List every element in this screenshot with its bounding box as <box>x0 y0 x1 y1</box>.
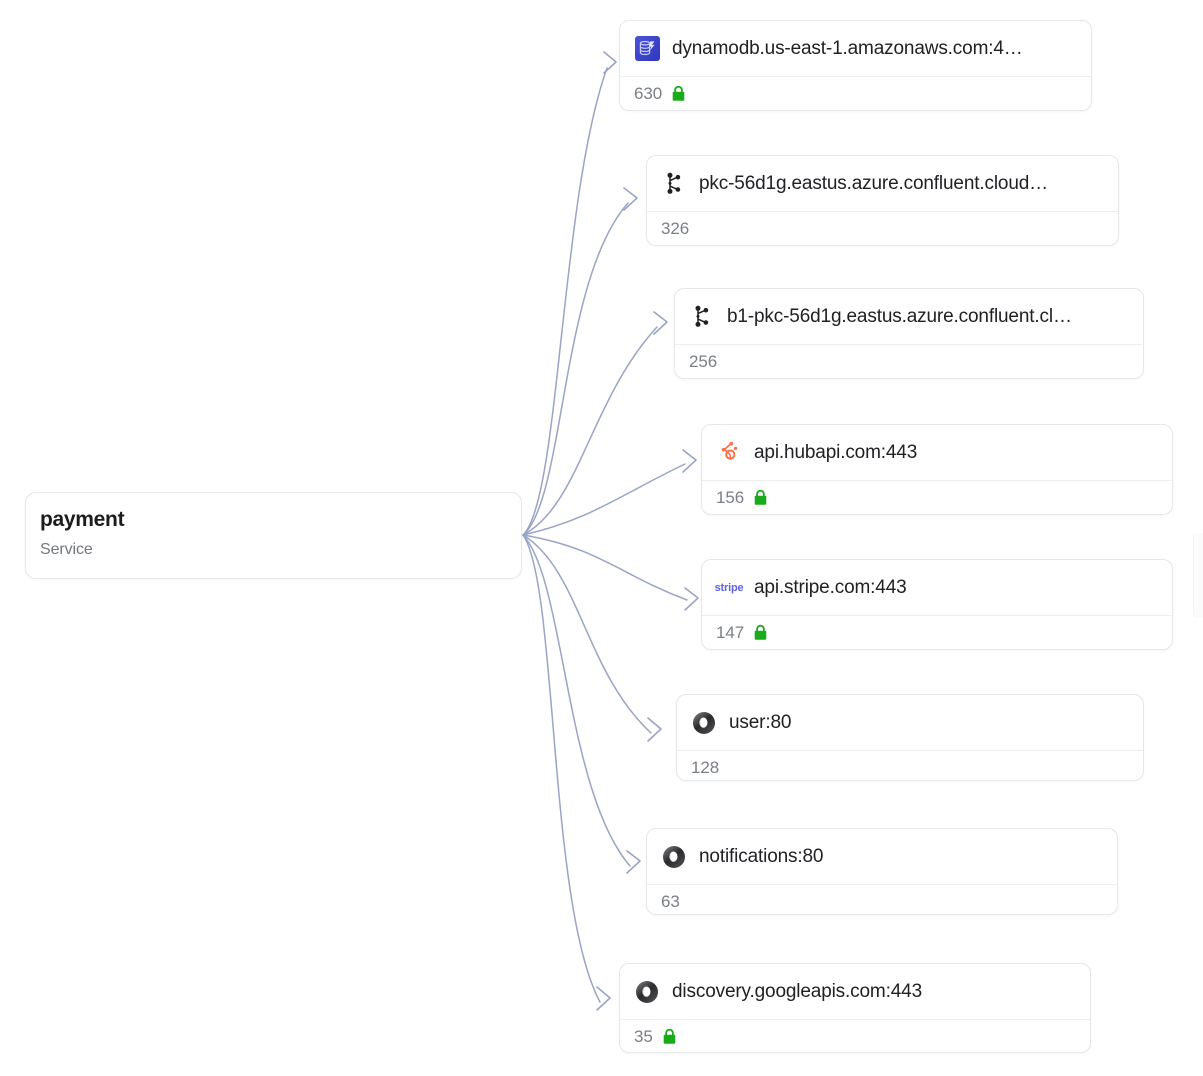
node-title: b1-pkc-56d1g.eastus.azure.confluent.cl… <box>727 305 1072 327</box>
kafka-icon <box>689 304 715 330</box>
request-count: 630 <box>634 83 663 103</box>
dependency-node-pkc-confluent[interactable]: pkc-56d1g.eastus.azure.confluent.cloud… … <box>646 155 1119 246</box>
node-header: user:80 <box>677 695 1143 750</box>
request-count: 256 <box>689 351 718 371</box>
edge-to-notifications <box>522 534 631 867</box>
arrowhead-stripe <box>684 587 699 611</box>
arrowhead-notifications <box>626 850 641 874</box>
dependency-node-b1-pkc-confluent[interactable]: b1-pkc-56d1g.eastus.azure.confluent.cl… … <box>674 288 1144 379</box>
arrowhead-dynamodb <box>603 51 617 74</box>
edge-to-hubapi <box>522 463 686 536</box>
hubspot-icon <box>716 440 742 466</box>
node-header: stripe api.stripe.com:443 <box>702 560 1172 615</box>
secure-lock-icon <box>662 1028 677 1045</box>
edge-to-user <box>522 534 652 734</box>
request-count: 35 <box>634 1026 653 1046</box>
secure-lock-icon <box>671 85 686 102</box>
dependency-node-hubapi[interactable]: api.hubapi.com:443 156 <box>701 424 1173 515</box>
node-footer: 35 <box>620 1019 1090 1052</box>
stripe-wordmark: stripe <box>714 581 744 594</box>
kafka-icon <box>661 171 687 197</box>
node-footer: 147 <box>702 615 1172 649</box>
node-title: discovery.googleapis.com:443 <box>672 980 922 1002</box>
request-count: 63 <box>661 891 680 911</box>
node-title: dynamodb.us-east-1.amazonaws.com:4… <box>672 37 1023 59</box>
service-ring-icon <box>634 979 660 1005</box>
arrowhead-user <box>647 717 662 742</box>
arrowhead-discovery <box>596 986 611 1011</box>
node-header: notifications:80 <box>647 829 1117 884</box>
node-title: user:80 <box>729 711 792 733</box>
arrowhead-b1-pkc-confluent <box>653 311 668 335</box>
edge-to-discovery <box>522 534 601 1003</box>
source-node-type: Service <box>40 541 93 559</box>
request-count: 156 <box>716 487 745 507</box>
node-title: pkc-56d1g.eastus.azure.confluent.cloud… <box>699 172 1049 194</box>
node-header: api.hubapi.com:443 <box>702 425 1172 480</box>
dependency-node-discovery[interactable]: discovery.googleapis.com:443 35 <box>619 963 1091 1053</box>
dependency-node-stripe[interactable]: stripe api.stripe.com:443 147 <box>701 559 1173 650</box>
node-header: discovery.googleapis.com:443 <box>620 964 1090 1019</box>
node-header: pkc-56d1g.eastus.azure.confluent.cloud… <box>647 156 1118 211</box>
node-title: notifications:80 <box>699 845 824 867</box>
source-node-payment[interactable]: payment Service <box>25 492 522 579</box>
node-title: api.hubapi.com:443 <box>754 441 918 463</box>
node-title: api.stripe.com:443 <box>754 576 907 598</box>
node-header: dynamodb.us-east-1.amazonaws.com:4… <box>620 21 1091 76</box>
source-node-title: payment <box>40 508 125 531</box>
arrowhead-hubapi <box>682 449 697 473</box>
node-footer: 63 <box>647 884 1117 914</box>
node-header: b1-pkc-56d1g.eastus.azure.confluent.cl… <box>675 289 1143 344</box>
node-footer: 156 <box>702 480 1172 514</box>
request-count: 147 <box>716 622 745 642</box>
node-footer: 326 <box>647 211 1118 245</box>
service-ring-icon <box>691 710 717 736</box>
node-footer: 256 <box>675 344 1143 378</box>
node-footer: 630 <box>620 76 1091 110</box>
edge-to-stripe <box>522 534 688 601</box>
secure-lock-icon <box>753 489 768 506</box>
edge-to-b1-pkc-confluent <box>522 326 658 536</box>
stripe-icon: stripe <box>714 575 744 601</box>
dynamodb-icon <box>634 36 660 62</box>
request-count: 326 <box>661 218 690 238</box>
node-footer: 128 <box>677 750 1143 780</box>
request-count: 128 <box>691 757 720 777</box>
dependency-node-dynamodb[interactable]: dynamodb.us-east-1.amazonaws.com:4… 630 <box>619 20 1092 111</box>
dependency-node-user[interactable]: user:80 128 <box>676 694 1144 781</box>
edge-to-dynamodb <box>522 67 608 536</box>
secure-lock-icon <box>753 624 768 641</box>
edge-to-pkc-confluent <box>522 202 629 536</box>
arrowhead-pkc-confluent <box>623 187 638 211</box>
service-ring-icon <box>661 844 687 870</box>
dependency-node-notifications[interactable]: notifications:80 63 <box>646 828 1118 915</box>
panel-edge-sliver <box>1193 533 1203 618</box>
